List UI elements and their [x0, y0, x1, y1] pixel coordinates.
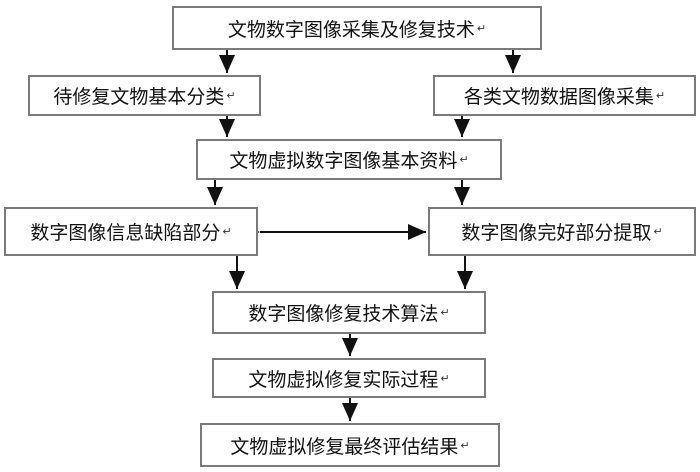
edit-mark: ↵: [655, 89, 666, 102]
node-algo-label: 数字图像修复技术算法: [248, 303, 439, 325]
node-right1-label: 各类文物数据图像采集: [463, 86, 654, 108]
node-result-label: 文物虚拟修复最终评估结果: [230, 435, 459, 458]
node-left2: 数字图像信息缺陷部分↵: [4, 207, 258, 256]
edit-mark: ↵: [459, 153, 469, 166]
node-left1: 待修复文物基本分类↵: [28, 75, 261, 116]
node-right1: 各类文物数据图像采集↵: [433, 75, 696, 116]
node-middle: 文物虚拟数字图像基本资料↵: [196, 139, 502, 180]
node-right2-label: 数字图像完好部分提取: [461, 222, 652, 244]
edit-mark: ↵: [653, 225, 663, 238]
edit-mark: ↵: [222, 225, 232, 238]
node-left1-label: 待修复文物基本分类: [53, 86, 225, 108]
edit-mark: ↵: [440, 371, 450, 385]
node-top-label: 文物数字图像采集及修复技术: [227, 18, 475, 41]
node-process-label: 文物虚拟修复实际过程: [248, 368, 439, 391]
node-process: 文物虚拟修复实际过程↵: [212, 358, 486, 398]
node-middle-label: 文物虚拟数字图像基本资料: [229, 150, 458, 172]
edit-mark: ↵: [226, 89, 236, 102]
node-result: 文物虚拟修复最终评估结果↵: [200, 423, 500, 467]
edit-mark: ↵: [476, 21, 487, 35]
edit-mark: ↵: [440, 306, 450, 319]
node-algo: 数字图像修复技术算法↵: [212, 291, 486, 334]
edit-mark: ↵: [460, 438, 470, 452]
node-left2-label: 数字图像信息缺陷部分: [30, 222, 221, 244]
node-right2: 数字图像完好部分提取↵: [428, 207, 696, 256]
node-top: 文物数字图像采集及修复技术↵: [172, 6, 542, 50]
